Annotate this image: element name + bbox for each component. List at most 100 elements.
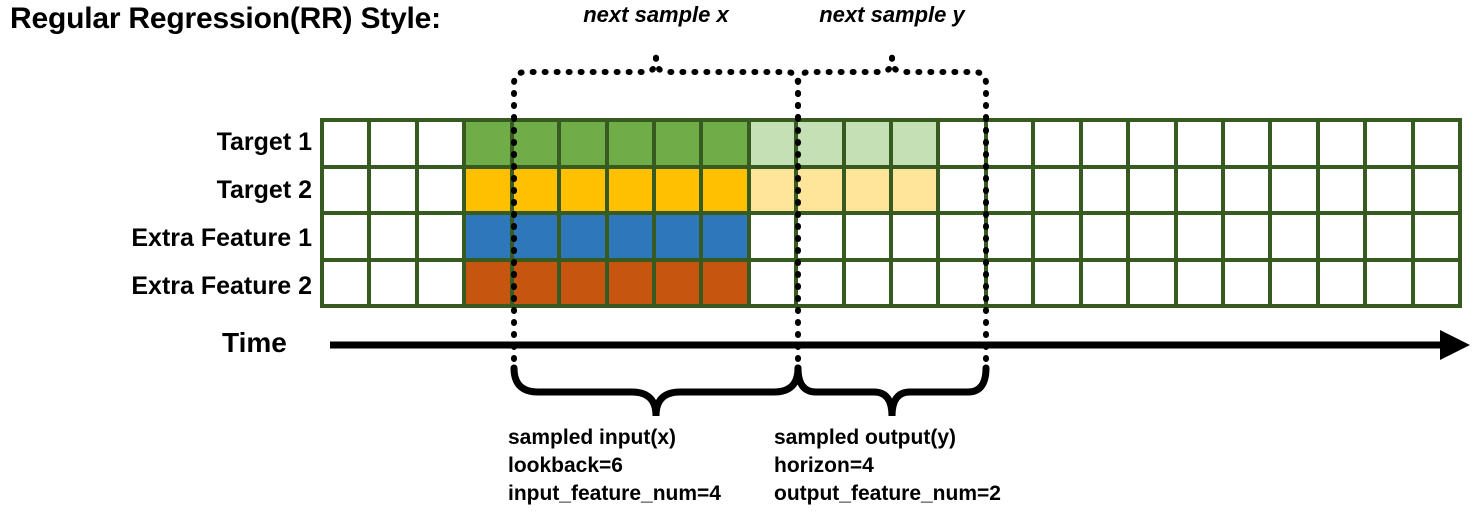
- next-sample-x-brace: [511, 45, 801, 121]
- row-label-extra-feature-2: Extra Feature 2: [131, 272, 312, 300]
- grid-cell-target-2-t12: [845, 168, 889, 211]
- grid-cell-target-1-t10: [750, 122, 795, 165]
- grid-cell-target-2-t16: [1035, 168, 1079, 211]
- sampled-output-title: sampled output(y): [774, 426, 956, 449]
- grid-cell-extra-feature-2-t6: [561, 261, 605, 304]
- grid-cell-target-2-t17: [1082, 168, 1127, 211]
- grid-cell-extra-feature-1-t5: [513, 215, 558, 258]
- grid-cell-target-1-t15: [987, 122, 1032, 165]
- grid-cell-extra-feature-2-t20: [1224, 261, 1269, 304]
- grid-cell-extra-feature-1-t21: [1272, 215, 1316, 258]
- grid-cell-extra-feature-2-t23: [1367, 261, 1411, 304]
- grid-cell-extra-feature-1-t23: [1367, 215, 1411, 258]
- grid-cell-target-2-t1: [324, 168, 368, 211]
- grid-cell-extra-feature-1-t3: [418, 215, 463, 258]
- grid-cell-extra-feature-2-t8: [655, 261, 700, 304]
- grid-cell-target-1-t18: [1130, 122, 1174, 165]
- grid-cell-target-1-t21: [1272, 122, 1316, 165]
- next-sample-x-label: next sample x: [583, 2, 729, 27]
- grid-cell-extra-feature-1-t13: [893, 215, 937, 258]
- grid-cell-target-2-t22: [1319, 168, 1364, 211]
- grid-cell-target-2-t7: [608, 168, 652, 211]
- grid-cell-target-1-t1: [324, 122, 368, 165]
- grid-cell-target-1-t2: [371, 122, 415, 165]
- grid-cell-target-1-t8: [655, 122, 700, 165]
- grid-cell-extra-feature-2-t11: [798, 261, 842, 304]
- grid-cell-extra-feature-1-t6: [561, 215, 605, 258]
- grid-cell-target-1-t5: [513, 122, 558, 165]
- sampled-input-brace: [510, 364, 802, 417]
- sampled-output-featnum: output_feature_num=2: [774, 482, 1001, 505]
- grid-cell-extra-feature-1-t20: [1224, 215, 1269, 258]
- timeseries-grid: [320, 118, 1462, 308]
- grid-cell-extra-feature-2-t7: [608, 261, 652, 304]
- grid-cell-extra-feature-2-t13: [893, 261, 937, 304]
- grid-cell-extra-feature-2-t17: [1082, 261, 1127, 304]
- sampled-input-featnum: input_feature_num=4: [508, 482, 721, 505]
- grid-cell-target-2-t10: [750, 168, 795, 211]
- grid-cell-extra-feature-2-t22: [1319, 261, 1364, 304]
- grid-cell-target-1-t16: [1035, 122, 1079, 165]
- grid-cell-extra-feature-1-t15: [987, 215, 1032, 258]
- grid-cell-extra-feature-2-t12: [845, 261, 889, 304]
- grid-cell-target-2-t8: [655, 168, 700, 211]
- grid-cell-extra-feature-1-t18: [1130, 215, 1174, 258]
- sampled-output-brace: [794, 364, 990, 417]
- row-label-target-1: Target 1: [216, 128, 312, 156]
- grid-cell-extra-feature-2-t18: [1130, 261, 1174, 304]
- grid-cell-target-2-t2: [371, 168, 415, 211]
- sampled-output-note: sampled output(y) horizon=4 output_featu…: [774, 424, 1001, 508]
- sampled-input-lookback: lookback=6: [508, 454, 623, 477]
- grid-cell-extra-feature-1-t22: [1319, 215, 1364, 258]
- grid-cell-target-2-t23: [1367, 168, 1411, 211]
- grid-cell-target-1-t11: [798, 122, 842, 165]
- grid-cell-target-1-t7: [608, 122, 652, 165]
- grid-cell-extra-feature-1-t16: [1035, 215, 1079, 258]
- grid-cell-target-1-t6: [561, 122, 605, 165]
- grid-cell-extra-feature-2-t16: [1035, 261, 1079, 304]
- time-axis-arrow: [330, 330, 1470, 360]
- grid-cell-target-2-t20: [1224, 168, 1269, 211]
- grid-cell-extra-feature-2-t4: [466, 261, 510, 304]
- grid-cell-target-2-t6: [561, 168, 605, 211]
- page-title: Regular Regression(RR) Style:: [10, 2, 441, 35]
- grid-cell-target-1-t22: [1319, 122, 1364, 165]
- grid-cell-extra-feature-2-t2: [371, 261, 415, 304]
- grid-cell-extra-feature-2-t3: [418, 261, 463, 304]
- grid-cell-extra-feature-1-t10: [750, 215, 795, 258]
- grid-cell-extra-feature-2-t21: [1272, 261, 1316, 304]
- next-sample-y-label: next sample y: [819, 2, 965, 27]
- grid-cell-extra-feature-1-t12: [845, 215, 889, 258]
- grid-cell-extra-feature-2-t19: [1177, 261, 1221, 304]
- grid-cell-extra-feature-2-t15: [987, 261, 1032, 304]
- grid-cell-extra-feature-2-t5: [513, 261, 558, 304]
- grid-cell-extra-feature-1-t19: [1177, 215, 1221, 258]
- grid-cell-target-2-t9: [703, 168, 747, 211]
- grid-cell-target-2-t3: [418, 168, 463, 211]
- grid-cell-target-2-t11: [798, 168, 842, 211]
- grid-cell-target-1-t24: [1414, 122, 1458, 165]
- grid-cell-target-2-t19: [1177, 168, 1221, 211]
- grid-cell-target-1-t12: [845, 122, 889, 165]
- grid-cell-extra-feature-1-t7: [608, 215, 652, 258]
- grid-cell-target-1-t17: [1082, 122, 1127, 165]
- time-axis-label: Time: [222, 327, 287, 358]
- grid-cell-extra-feature-2-t14: [940, 261, 984, 304]
- grid-cell-extra-feature-1-t1: [324, 215, 368, 258]
- grid-cell-target-2-t24: [1414, 168, 1458, 211]
- grid-cell-target-1-t20: [1224, 122, 1269, 165]
- grid-cell-target-1-t3: [418, 122, 463, 165]
- grid-cell-target-1-t23: [1367, 122, 1411, 165]
- grid-cell-target-2-t4: [466, 168, 510, 211]
- grid-cell-extra-feature-1-t9: [703, 215, 747, 258]
- grid-cell-target-1-t14: [940, 122, 984, 165]
- grid-cell-extra-feature-1-t14: [940, 215, 984, 258]
- grid-cell-target-1-t9: [703, 122, 747, 165]
- grid-cell-extra-feature-2-t1: [324, 261, 368, 304]
- grid-cell-extra-feature-1-t24: [1414, 215, 1458, 258]
- grid-cell-target-2-t15: [987, 168, 1032, 211]
- row-label-group: Target 1 Target 2 Extra Feature 1 Extra …: [20, 118, 312, 308]
- sampled-input-title: sampled input(x): [508, 426, 677, 449]
- row-label-target-2: Target 2: [216, 176, 312, 204]
